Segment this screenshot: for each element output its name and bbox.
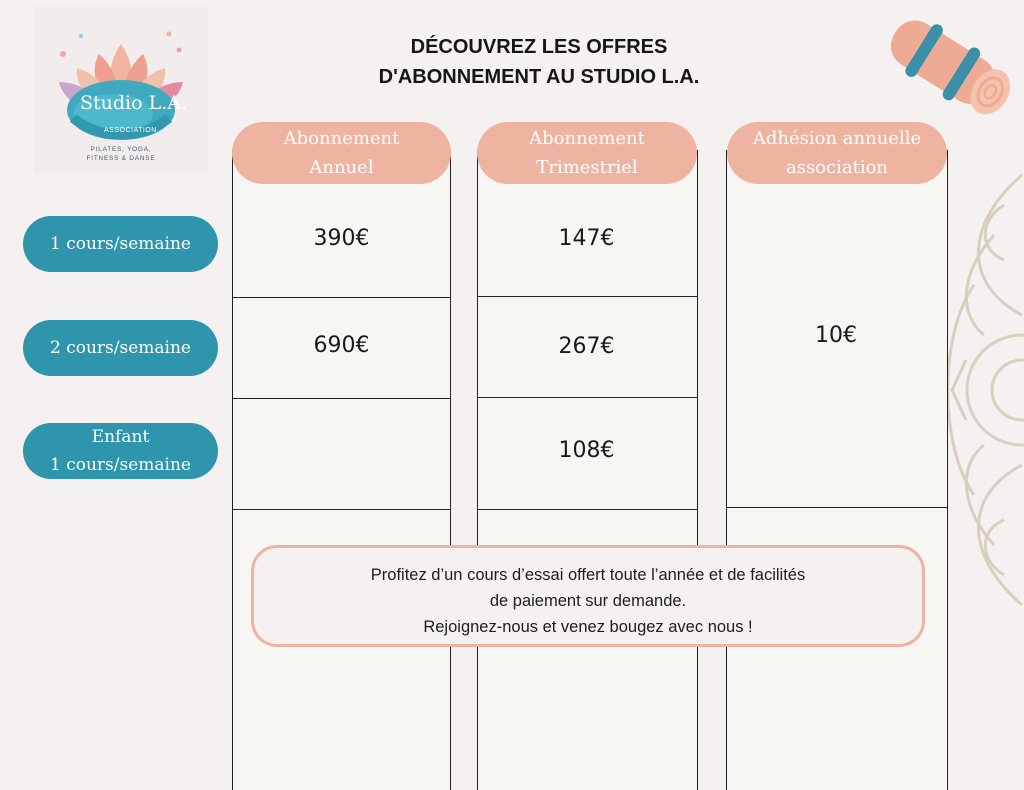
logo-tagline: FITNESS & DANSE xyxy=(86,155,156,162)
price-adhesion: 10€ xyxy=(815,323,857,348)
row-label-2-cours: 2 cours/semaine xyxy=(23,320,218,376)
column-header-adhesion: Adhésion annuelle association xyxy=(727,122,947,184)
info-text: Profitez d’un cours d’essai offert toute… xyxy=(370,566,806,584)
studio-logo: Studio L.A. ASSOCIATION PILATES, YOGA, F… xyxy=(34,6,208,174)
logo-name: Studio L.A. xyxy=(80,92,188,114)
row-label-enfant: Enfant 1 cours/semaine xyxy=(23,423,218,479)
page-title-line: DÉCOUVREZ LES OFFRES xyxy=(410,36,668,58)
info-text: Rejoignez-nous et venez bougez avec nous… xyxy=(423,618,753,636)
row-divider xyxy=(232,297,451,298)
row-divider xyxy=(477,509,698,510)
column-header-label: Abonnement Trimestriel xyxy=(529,128,645,178)
page-title: DÉCOUVREZ LES OFFRES D'ABONNEMENT AU STU… xyxy=(300,32,778,92)
column-trimestriel xyxy=(477,150,698,790)
column-adhesion xyxy=(726,150,948,790)
column-annuel xyxy=(232,150,451,790)
row-divider xyxy=(726,507,948,508)
column-header-label: Abonnement Annuel xyxy=(283,128,400,178)
column-header-annuel: Abonnement Annuel xyxy=(232,122,451,184)
row-label-text: 2 cours/semaine xyxy=(50,338,191,358)
yoga-mat-icon xyxy=(890,20,1011,115)
page-title-line: D'ABONNEMENT AU STUDIO L.A. xyxy=(378,66,700,88)
logo-badge: ASSOCIATION xyxy=(104,127,157,134)
mandala-icon xyxy=(946,173,1024,607)
logo-tagline: PILATES, YOGA, xyxy=(90,146,152,153)
row-divider xyxy=(477,397,698,398)
column-header-label: Adhésion annuelle association xyxy=(752,128,922,178)
price-trimestriel-enfant: 108€ xyxy=(558,438,615,463)
price-annuel-1-cours: 390€ xyxy=(313,226,370,251)
column-header-trimestriel: Abonnement Trimestriel xyxy=(477,122,697,184)
price-annuel-2-cours: 690€ xyxy=(313,333,370,358)
row-label-text: 1 cours/semaine xyxy=(50,234,191,254)
price-trimestriel-1-cours: 147€ xyxy=(558,226,615,251)
row-divider xyxy=(232,398,451,399)
info-box: Profitez d’un cours d’essai offert toute… xyxy=(251,545,925,647)
row-divider xyxy=(232,509,451,510)
row-label-1-cours: 1 cours/semaine xyxy=(23,216,218,272)
row-divider xyxy=(477,296,698,297)
row-label-text: 1 cours/semaine xyxy=(50,455,191,475)
row-label-text: Enfant xyxy=(91,427,150,447)
price-trimestriel-2-cours: 267€ xyxy=(558,334,615,359)
info-text: de paiement sur demande. xyxy=(489,592,687,610)
lotus-logo-icon xyxy=(59,31,183,140)
